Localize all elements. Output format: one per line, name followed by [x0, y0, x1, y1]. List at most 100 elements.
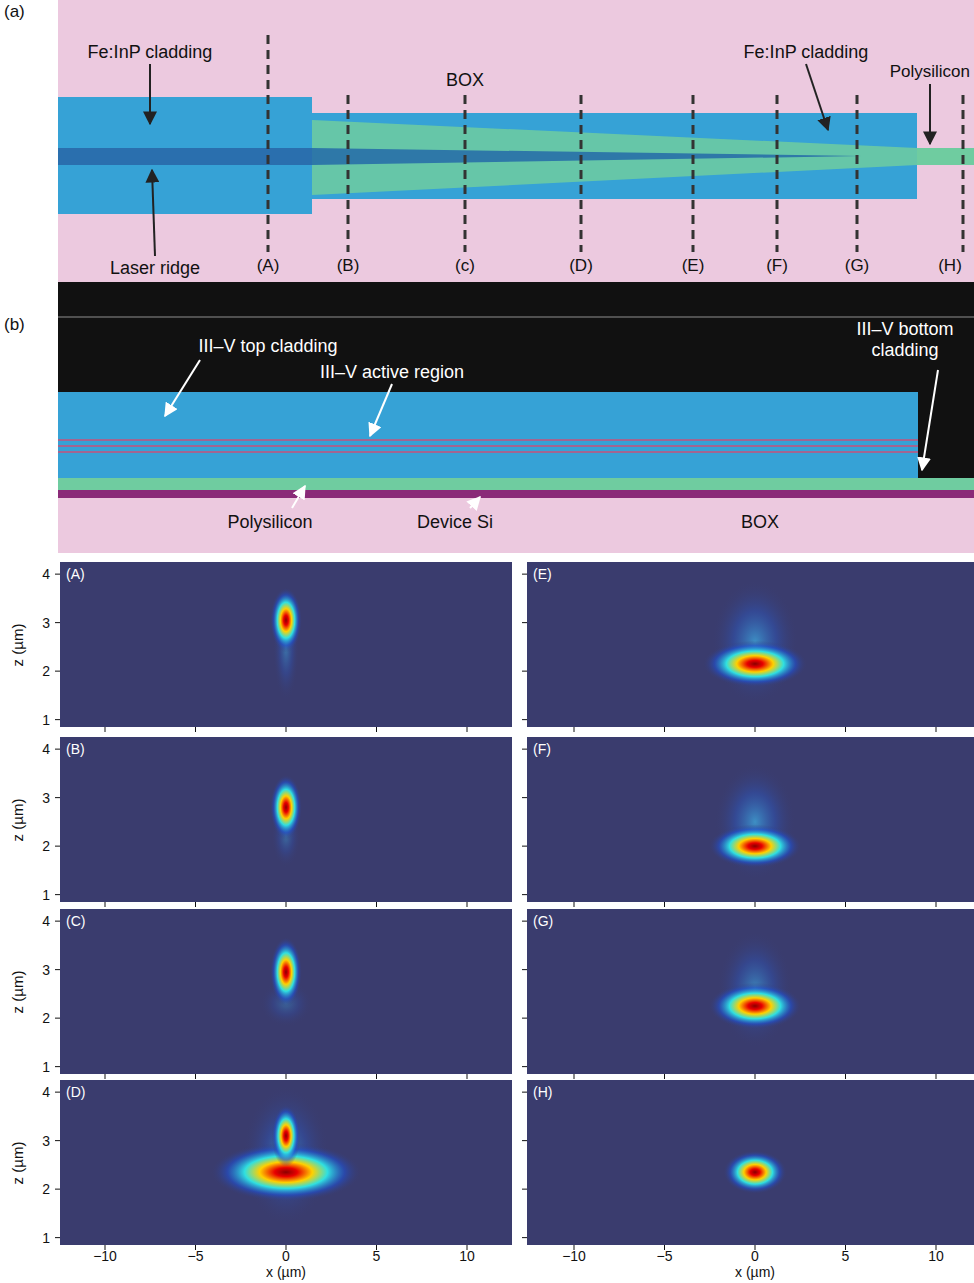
plot-area: [60, 562, 512, 727]
label: 0: [282, 1248, 290, 1264]
label: (E): [682, 256, 705, 276]
mode-plot: [55, 562, 512, 732]
label: III–V top cladding: [198, 336, 337, 357]
label: (F): [766, 256, 788, 276]
label: (c): [455, 256, 475, 276]
air-region: [918, 392, 974, 478]
label: z (µm): [9, 970, 26, 1013]
plot-area: [527, 1080, 974, 1245]
label: Fe:InP cladding: [88, 42, 213, 63]
label: 2: [42, 838, 50, 854]
label: x (µm): [266, 1264, 306, 1280]
label: BOX: [446, 70, 484, 91]
label: (A): [257, 256, 280, 276]
cut-lines: [268, 35, 963, 252]
label: 10: [459, 1248, 475, 1264]
label: 5: [842, 1248, 850, 1264]
label: z (µm): [9, 1141, 26, 1184]
mode-plot: [522, 1080, 974, 1250]
label: (E): [533, 566, 552, 582]
label: x (µm): [735, 1264, 775, 1280]
label: III–V bottom cladding: [840, 319, 970, 360]
label: 0: [751, 1248, 759, 1264]
label: (G): [845, 256, 870, 276]
label: z (µm): [9, 623, 26, 666]
label: Laser ridge: [110, 258, 200, 279]
label: −10: [93, 1248, 117, 1264]
label: 3: [42, 615, 50, 631]
label: 1: [42, 712, 50, 728]
label: Polysilicon: [890, 62, 970, 82]
label: Fe:InP cladding: [744, 42, 869, 63]
label: 10: [928, 1248, 944, 1264]
quantum-wells: [58, 440, 918, 452]
label: 3: [42, 962, 50, 978]
plot-area: [527, 737, 974, 902]
label: (B): [337, 256, 360, 276]
polysilicon-taper: [312, 120, 917, 195]
mode-field: [270, 937, 302, 1007]
label: (H): [938, 256, 962, 276]
mode-field: [709, 983, 802, 1030]
plot-area: [60, 737, 512, 902]
plot-area: [527, 909, 974, 1074]
mode-field: [709, 824, 802, 867]
label: 4: [42, 741, 50, 757]
label: z (µm): [9, 798, 26, 841]
label: 2: [42, 663, 50, 679]
leader-lines: [150, 64, 930, 256]
plot-area: [60, 1080, 512, 1245]
mode-plot: [55, 909, 512, 1079]
label: 3: [42, 1133, 50, 1149]
label: (B): [66, 741, 85, 757]
laser-ridge: [58, 148, 312, 165]
mode-plots: [55, 562, 974, 1250]
box-ground: [58, 282, 974, 553]
mode-field: [703, 641, 807, 688]
polysilicon-layer: [58, 478, 974, 490]
box-ground: [58, 0, 974, 282]
label: 1: [42, 1230, 50, 1246]
iii-v-stack: [58, 392, 918, 478]
mode-plot: [522, 737, 974, 907]
mode-field: [270, 588, 302, 653]
leader-lines: [165, 360, 938, 508]
mode-field: [723, 1150, 787, 1193]
mode-plot: [55, 1080, 512, 1250]
label: −5: [657, 1248, 673, 1264]
label: 4: [42, 1084, 50, 1100]
label: Polysilicon: [227, 512, 312, 533]
label: (b): [4, 315, 25, 335]
fe-inp-cladding: [58, 97, 312, 214]
label: 1: [42, 887, 50, 903]
label: −10: [562, 1248, 586, 1264]
label: (F): [533, 741, 551, 757]
label: (C): [66, 913, 85, 929]
label: 4: [42, 566, 50, 582]
laser-ridge-taper: [312, 148, 862, 165]
label: (G): [533, 913, 553, 929]
label: 5: [373, 1248, 381, 1264]
label: 1: [42, 1059, 50, 1075]
label: (A): [66, 566, 85, 582]
plot-area: [60, 909, 512, 1074]
polysilicon-waveguide: [917, 148, 974, 165]
label: III–V active region: [320, 362, 464, 383]
label: 3: [42, 790, 50, 806]
mode-field: [270, 775, 302, 840]
mode-plot: [522, 909, 974, 1079]
label: (D): [66, 1084, 85, 1100]
label: BOX: [741, 512, 779, 533]
label: 2: [42, 1010, 50, 1026]
device-si-layer: [58, 490, 974, 498]
label: (a): [4, 2, 25, 22]
top-view: [58, 0, 974, 282]
mode-plot: [522, 562, 974, 732]
plot-area: [527, 562, 974, 727]
side-view: [58, 282, 974, 553]
label: (D): [569, 256, 593, 276]
label: Device Si: [417, 512, 493, 533]
label: (H): [533, 1084, 552, 1100]
